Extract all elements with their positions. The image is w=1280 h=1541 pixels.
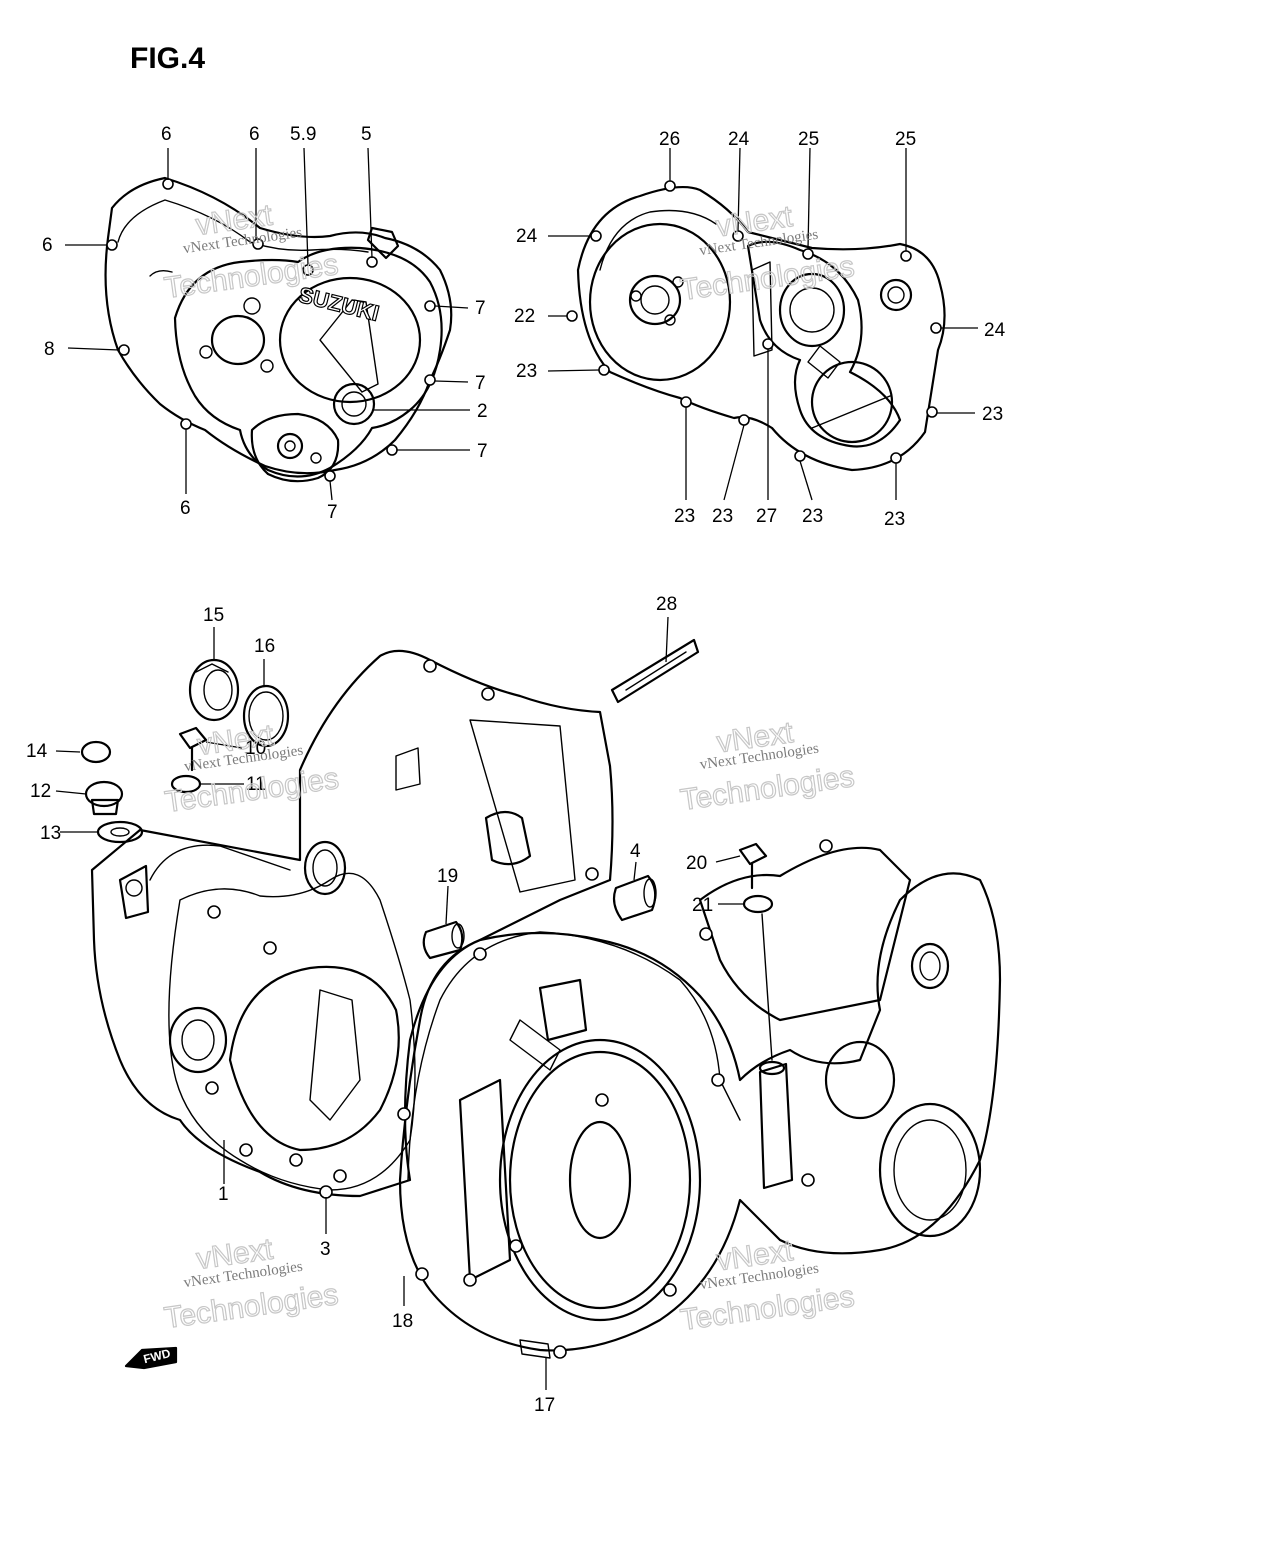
callout-label: 5 (361, 124, 372, 145)
bolt-10 (178, 726, 208, 772)
callout-label: 6 (249, 124, 260, 145)
watermark-mid-left: vNext vNext Technologies Technologies (162, 718, 341, 820)
callout-label: 6 (42, 235, 53, 256)
callout-label: 25 (895, 129, 916, 150)
callout-label: 10 (245, 738, 266, 759)
callout-label: 24 (516, 226, 538, 247)
crankcase-gasket-right (407, 931, 741, 1181)
callout-label: 12 (30, 781, 51, 802)
washer-21 (742, 894, 774, 1061)
callout-label: 3 (320, 1239, 331, 1260)
callout-label: 24 (728, 129, 750, 150)
callout-label: 6 (180, 498, 191, 519)
callout-label: 23 (516, 361, 537, 382)
callout-label: 15 (203, 605, 224, 626)
clutch-cover-bolt-holes (106, 178, 436, 482)
crankcase-right-half (398, 846, 1002, 1359)
callouts-bottom: 28 15 16 14 10 12 11 13 4 19 20 21 1 3 1… (26, 594, 713, 1416)
callout-label: 17 (534, 1395, 555, 1416)
clutch-cover-gasket (104, 176, 453, 475)
crankcase-bolt-holes (205, 659, 833, 1359)
watermark-bottom-left: vNext vNext Technologies Technologies (162, 1232, 341, 1336)
callout-label: 20 (686, 853, 707, 874)
callout-label: 23 (802, 506, 823, 527)
cap-14 (80, 740, 112, 764)
drain-plug-12 (84, 780, 124, 816)
callout-label: 7 (477, 441, 488, 462)
callout-label: 24 (984, 320, 1006, 341)
callout-label: 21 (692, 895, 713, 916)
plate-28 (610, 638, 700, 704)
magneto-cover (588, 222, 913, 448)
callout-label: 7 (475, 298, 486, 319)
figure-title: FIG.4 (130, 42, 205, 75)
top-left-leader-lines (65, 147, 470, 501)
callout-label: 19 (437, 866, 458, 887)
callout-label: 7 (475, 373, 486, 394)
callout-label: 6 (161, 124, 172, 145)
dowel-pin-19 (422, 920, 465, 960)
dowel-pin-4 (612, 874, 657, 922)
callout-label: 26 (659, 129, 680, 150)
callout-label: 8 (44, 339, 55, 360)
callout-label: 1 (218, 1184, 229, 1205)
callout-label: 11 (246, 774, 266, 795)
top-right-leader-lines (547, 147, 978, 501)
oil-level-plug-15 (188, 658, 240, 722)
callout-label: 22 (514, 306, 535, 327)
callout-label: 25 (798, 129, 819, 150)
bottom-leader-lines (55, 616, 744, 1390)
callout-label: 23 (884, 509, 905, 530)
watermark-mid-right: vNext vNext Technologies Technologies (678, 715, 857, 817)
callouts-top-left: 6 6 5.9 5 6 7 8 7 2 7 7 6 (42, 124, 488, 523)
callout-label: 4 (630, 841, 641, 862)
callout-label: 7 (327, 502, 338, 523)
callout-label: 18 (392, 1311, 413, 1332)
crankcase-left-half (90, 649, 614, 1198)
callout-label: 23 (982, 404, 1003, 425)
watermark-bottom-right: vNext vNext Technologies Technologies (678, 1233, 857, 1337)
bolt-20 (738, 842, 768, 890)
watermark-text: Technologies (678, 250, 856, 307)
fwd-label: FWD (142, 1346, 172, 1366)
callout-label: 16 (254, 636, 275, 657)
callout-label: 27 (756, 506, 777, 527)
callout-label: 23 (712, 506, 733, 527)
callout-label: 14 (26, 741, 48, 762)
callout-label: 28 (656, 594, 677, 615)
magneto-cover-bolt-holes (566, 180, 942, 464)
crankcase-gasket-left (168, 872, 416, 1191)
o-ring-16 (242, 684, 290, 748)
callout-label: 2 (477, 401, 488, 422)
gasket-13 (96, 820, 144, 844)
callout-label: 13 (40, 823, 61, 844)
suzuki-logo-text: SUZUKI (296, 282, 382, 326)
callout-label: 5.9 (290, 124, 316, 145)
callouts-top-right: 26 24 25 25 24 22 24 23 23 23 23 27 23 2… (514, 129, 1006, 530)
callout-label: 23 (674, 506, 695, 527)
fwd-arrow: FWD (124, 1346, 178, 1370)
